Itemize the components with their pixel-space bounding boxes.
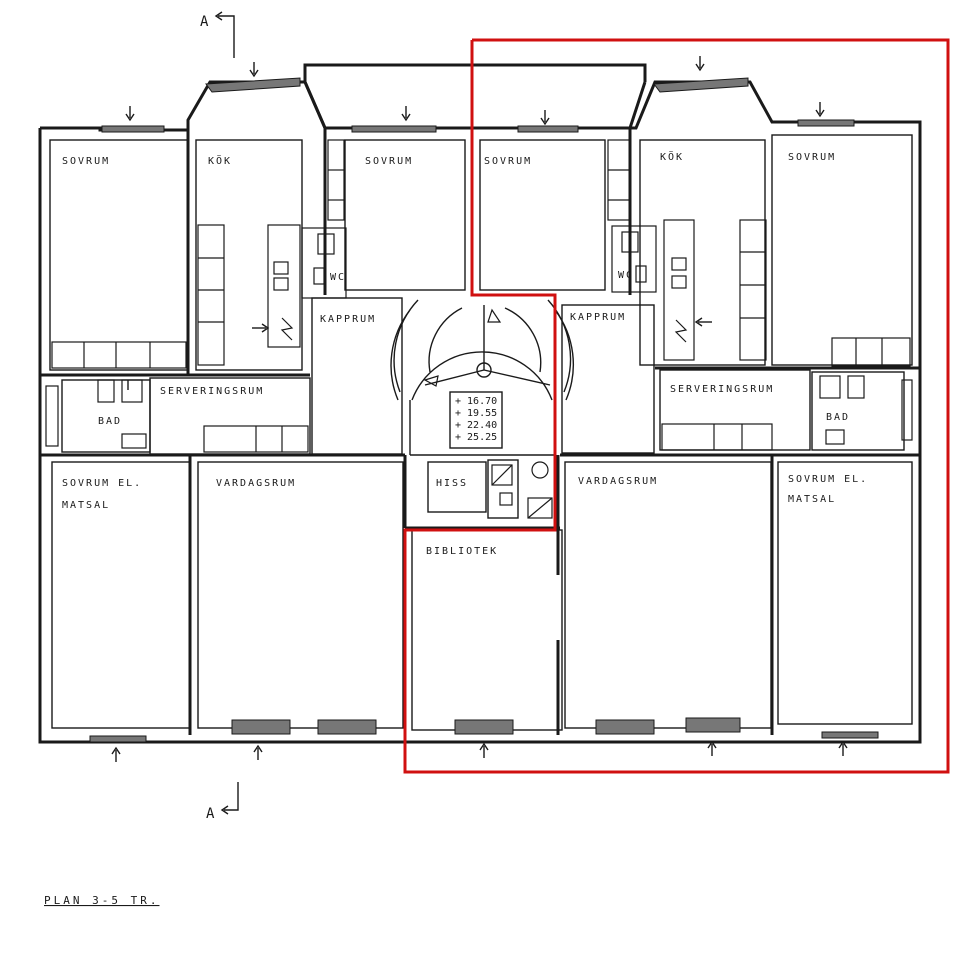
room-label-sovrum-el-matsal-left-line1: SOVRUM EL. xyxy=(62,478,142,489)
highlight-outline xyxy=(403,38,950,774)
fixtures xyxy=(45,139,913,453)
room-label-sovrum-el-matsal-right-line2: MATSAL xyxy=(788,494,836,505)
room-label-sovrum-top-left: SOVRUM xyxy=(62,156,110,167)
room-label-sovrum-el-matsal-left-line2: MATSAL xyxy=(62,500,110,511)
room-label-sovrum-middle: SOVRUM xyxy=(484,156,532,167)
room-label-hiss: HISS xyxy=(436,478,468,489)
room-label-bad-right: BAD xyxy=(826,412,850,423)
section-mark-top-label: A xyxy=(200,14,209,30)
room-label-bad-left: BAD xyxy=(98,416,122,427)
section-mark-top: A xyxy=(200,11,235,58)
room-labels: SOVRUM KÖK SOVRUM SOVRUM KÖK SOVRUM WC W… xyxy=(62,150,868,557)
room-label-vardagsrum-right: VARDAGSRUM xyxy=(578,476,658,487)
room-label-serveringsrum-left: SERVERINGSRUM xyxy=(160,386,264,397)
plan-caption: PLAN 3-5 TR. xyxy=(44,894,159,907)
room-label-kok-right: KÖK xyxy=(660,150,684,163)
room-label-sovrum-el-matsal-right-line1: SOVRUM EL. xyxy=(788,474,868,485)
room-label-kapprum-left: KAPPRUM xyxy=(320,314,376,325)
room-label-sovrum-top-center: SOVRUM xyxy=(365,156,413,167)
room-label-sovrum-top-right: SOVRUM xyxy=(788,152,836,163)
stair-level-1: + 16.70 xyxy=(455,396,497,407)
room-label-bibliotek: BIBLIOTEK xyxy=(426,546,498,557)
stair-level-4: + 25.25 xyxy=(455,432,497,443)
interior-walls xyxy=(40,128,920,735)
room-label-serveringsrum-right: SERVERINGSRUM xyxy=(670,384,774,395)
stair-level-3: + 22.40 xyxy=(455,420,497,431)
section-mark-bottom: A xyxy=(206,782,239,822)
section-mark-bottom-label: A xyxy=(206,806,215,822)
stair-level-2: + 19.55 xyxy=(455,408,497,419)
stair-levels: + 16.70 + 19.55 + 22.40 + 25.25 xyxy=(455,396,497,443)
window-arrows xyxy=(111,56,848,762)
room-label-wc-left: WC xyxy=(330,272,346,283)
room-label-kok-left: KÖK xyxy=(208,154,232,167)
room-label-vardagsrum-left: VARDAGSRUM xyxy=(216,478,296,489)
room-label-wc-right: WC xyxy=(618,270,634,281)
room-label-kapprum-right: KAPPRUM xyxy=(570,312,626,323)
windows xyxy=(89,77,879,743)
